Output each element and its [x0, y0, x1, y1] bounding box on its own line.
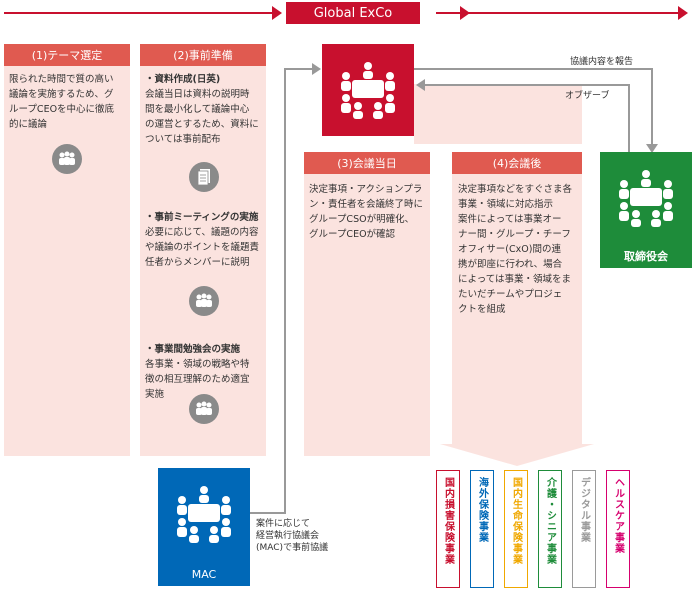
timeline-arrow-left — [272, 6, 282, 20]
col4-text: 決定事項などをすぐさま各事業・領域に対応指示案件によっては事業オーナー間・グルー… — [458, 184, 573, 315]
col1-title: (1)テーマ選定 — [4, 44, 130, 66]
mac-line-v — [284, 68, 286, 514]
col1-body — [4, 66, 130, 456]
business-healthcare: ヘルスケア事業 — [606, 470, 630, 588]
people-icon — [189, 286, 219, 316]
col2-title: (2)事前準備 — [140, 44, 266, 66]
business-overseas: 海外保険事業 — [470, 470, 494, 588]
col3-body — [304, 174, 430, 456]
global-exco-meeting-icon — [322, 44, 414, 136]
observer-arrowhead — [416, 79, 425, 91]
board-meeting-icon — [600, 152, 692, 244]
global-exco-title: Global ExCo — [286, 2, 420, 24]
col4-down-arrow — [440, 444, 594, 466]
col2-section1: ・資料作成(日英) 会議当日は資料の説明時間を最小化して議論中心の運営とするため… — [145, 74, 259, 145]
mac-arrowhead — [312, 63, 321, 75]
people-icon — [52, 144, 82, 174]
timeline-right — [436, 12, 680, 14]
flow-band — [414, 84, 582, 144]
business-nonlife-domestic: 国内損害保険事業 — [436, 470, 460, 588]
mac-line-h1 — [250, 512, 286, 514]
col4-body — [452, 174, 582, 444]
mac-label: MAC — [191, 568, 217, 581]
observer-label: オブザーブ — [565, 91, 610, 101]
report-arrowhead — [646, 144, 658, 153]
business-life-domestic: 国内生命保険事業 — [504, 470, 528, 588]
mac-line-h2 — [284, 68, 314, 70]
timeline-arrow-right — [678, 6, 688, 20]
timeline-arrow-mid — [460, 6, 470, 20]
board-label: 取締役会 — [624, 250, 668, 263]
col3-text: 決定事項・アクションプラン・責任者を会議終了時にグループCSOが明確化、グループ… — [309, 184, 424, 240]
col4-title: (4)会議後 — [452, 152, 582, 174]
col2-section2: ・事前ミーティングの実施 必要に応じて、議題の内容や議論のポイントを議題責任者か… — [145, 212, 260, 268]
report-label: 協議内容を報告 — [570, 57, 634, 67]
observer-line-h — [424, 84, 630, 86]
mac-meeting-icon — [177, 486, 231, 543]
mac-note: 案件に応じて経営執行協議会(MAC)で事前協議 — [256, 519, 329, 553]
business-nursing-senior: 介護・シニア事業 — [538, 470, 562, 588]
board-box: 取締役会 — [600, 152, 692, 268]
col2-section3: ・事業間勉強会の実施 各事業・領域の戦略や特徴の相互理解のため適宜実施 — [145, 344, 250, 400]
business-digital: デジタル事業 — [572, 470, 596, 588]
timeline-left — [4, 12, 274, 14]
col1-text: 限られた時間で質の高い議論を実施するため、グループCEOを中心に徹底的に議論 — [9, 74, 115, 130]
report-line-h — [414, 68, 652, 70]
people-icon — [189, 394, 219, 424]
col3-title: (3)会議当日 — [304, 152, 430, 174]
report-line-v — [651, 68, 653, 146]
observer-line-v — [628, 84, 630, 152]
col2-body — [140, 66, 266, 456]
document-icon — [189, 162, 219, 192]
mac-box: MAC — [158, 468, 250, 586]
